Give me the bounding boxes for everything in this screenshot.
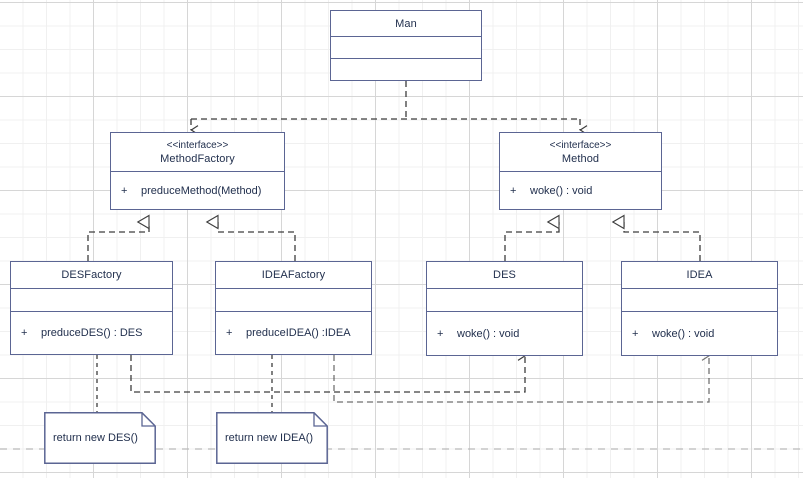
- edge-ideafactory-realizes-methodfactory: [205, 214, 296, 261]
- class-box-method[interactable]: <<interface>> Method + woke() : void: [499, 132, 662, 210]
- operation-row: + woke() : void: [632, 328, 714, 340]
- edge-desfactory-depends-des: [130, 351, 526, 393]
- class-title-compartment: <<interface>> Method: [500, 133, 661, 171]
- operation-signature: preduceDES() : DES: [41, 327, 143, 339]
- operation-signature: preduceIDEA() :IDEA: [246, 327, 351, 339]
- class-attributes-compartment: [216, 288, 371, 311]
- stereotype-label: <<interface>>: [549, 139, 612, 151]
- class-box-idea-factory[interactable]: IDEAFactory + preduceIDEA() :IDEA: [215, 261, 372, 355]
- class-name: IDEA: [686, 269, 713, 281]
- operation-signature: woke() : void: [652, 327, 715, 340]
- operation-row: + preduceMethod(Method): [121, 185, 261, 197]
- edge-des-realizes-method: [504, 214, 560, 261]
- class-operations-compartment: + preduceMethod(Method): [111, 171, 284, 209]
- note-text: return new IDEA(): [225, 432, 314, 444]
- class-attributes-compartment: [331, 36, 481, 58]
- class-operations-compartment: + preduceIDEA() :IDEA: [216, 311, 371, 354]
- note-text: return new DES(): [53, 432, 138, 444]
- edge-idea-realizes-method: [611, 214, 701, 261]
- class-name: DESFactory: [61, 269, 122, 281]
- class-title-compartment: IDEAFactory: [216, 262, 371, 288]
- class-title-compartment: DES: [427, 262, 582, 288]
- class-name: Man: [395, 17, 417, 30]
- note-shape: [44, 412, 156, 464]
- operation-signature: preduceMethod(Method): [141, 184, 262, 197]
- class-box-idea[interactable]: IDEA + woke() : void: [621, 261, 778, 356]
- visibility-marker: +: [510, 184, 517, 197]
- operation-row: + preduceIDEA() :IDEA: [226, 327, 351, 339]
- class-box-des[interactable]: DES + woke() : void: [426, 261, 583, 356]
- edge-ideafactory-depends-idea: [333, 351, 710, 403]
- visibility-marker: +: [121, 184, 128, 197]
- class-name: MethodFactory: [160, 152, 235, 165]
- visibility-marker: +: [632, 327, 639, 340]
- class-operations-compartment: [331, 58, 481, 80]
- note-return-new-idea[interactable]: return new IDEA(): [216, 412, 328, 464]
- operation-row: + woke() : void: [510, 185, 592, 197]
- class-attributes-compartment: [427, 288, 582, 311]
- class-operations-compartment: + woke() : void: [500, 171, 661, 209]
- class-name: IDEAFactory: [261, 269, 326, 281]
- class-attributes-compartment: [622, 288, 777, 311]
- operation-row: + woke() : void: [437, 328, 519, 340]
- visibility-marker: +: [226, 327, 233, 339]
- operation-signature: woke() : void: [530, 184, 593, 197]
- class-title-compartment: DESFactory: [11, 262, 172, 288]
- edge-desfactory-realizes-methodfactory: [87, 214, 150, 261]
- class-operations-compartment: + woke() : void: [427, 311, 582, 355]
- operation-signature: woke() : void: [457, 327, 520, 340]
- visibility-marker: +: [21, 327, 28, 339]
- class-operations-compartment: + preduceDES() : DES: [11, 311, 172, 354]
- note-shape: [216, 412, 328, 464]
- class-title-compartment: IDEA: [622, 262, 777, 288]
- class-name: Method: [561, 152, 600, 165]
- class-box-man[interactable]: Man: [330, 10, 482, 81]
- class-box-method-factory[interactable]: <<interface>> MethodFactory + preduceMeth…: [110, 132, 285, 210]
- class-box-des-factory[interactable]: DESFactory + preduceDES() : DES: [10, 261, 173, 355]
- stereotype-label: <<interface>>: [166, 139, 229, 151]
- visibility-marker: +: [437, 327, 444, 340]
- class-title-compartment: Man: [331, 11, 481, 36]
- class-title-compartment: <<interface>> MethodFactory: [111, 133, 284, 171]
- edge-note-anchors: [96, 355, 273, 412]
- note-return-new-des[interactable]: return new DES(): [44, 412, 156, 464]
- class-attributes-compartment: [11, 288, 172, 311]
- class-operations-compartment: + woke() : void: [622, 311, 777, 355]
- class-name: DES: [493, 269, 516, 281]
- edge-man-to-factories: [190, 81, 588, 135]
- operation-row: + preduceDES() : DES: [21, 327, 142, 339]
